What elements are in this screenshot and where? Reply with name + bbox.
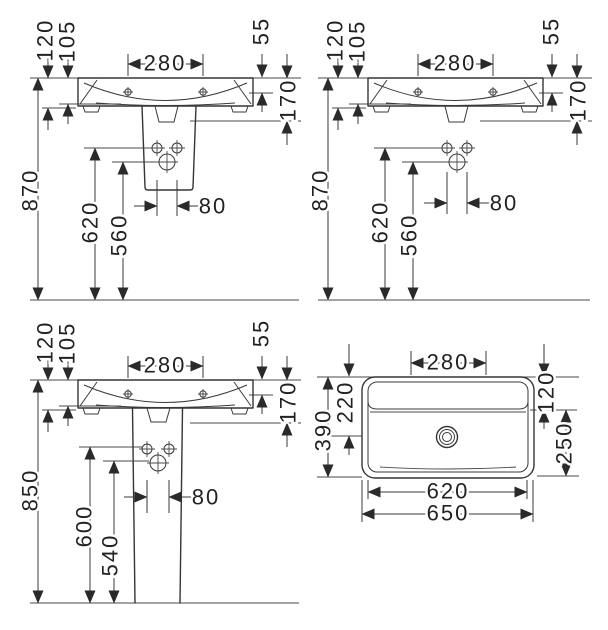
dim-label-390: 390 — [311, 409, 336, 452]
dim-label-105: 105 — [345, 20, 370, 63]
basin-outline — [77, 77, 254, 113]
dim-label-55: 55 — [249, 319, 274, 347]
dim-label-170: 170 — [276, 79, 301, 122]
dim-220: 220 — [330, 344, 360, 455]
semi-pedestal-outline — [141, 105, 197, 191]
dim-170: 170 — [273, 356, 303, 447]
dim-label-170: 170 — [276, 381, 301, 424]
dim-55: 55 — [246, 316, 276, 414]
dim-390: 390 — [308, 376, 338, 478]
dim-label-280: 280 — [427, 350, 470, 375]
dim-850: 850 — [15, 379, 45, 604]
dim-620: 620 — [75, 147, 105, 301]
dim-label-620: 620 — [78, 201, 103, 244]
view-front-pedestal: 850 600 540 120 105 280 55 — [15, 316, 303, 604]
dim-620: 620 — [365, 147, 395, 301]
view-front-semi-pedestal: 870 620 560 120 105 280 55 — [15, 14, 303, 301]
fixing-and-drain-holes — [139, 441, 177, 474]
dim-label-280: 280 — [144, 51, 187, 76]
dim-label-120: 120 — [534, 371, 559, 414]
dim-120: 120 — [30, 318, 60, 432]
dim-label-850: 850 — [18, 469, 43, 512]
dim-label-105: 105 — [55, 20, 80, 63]
basin-outline — [367, 77, 544, 123]
dim-label-650: 650 — [427, 501, 470, 526]
dim-label-280: 280 — [434, 51, 477, 76]
dim-280: 280 — [127, 350, 204, 380]
basin-plan-outline — [361, 376, 535, 479]
dim-870: 870 — [15, 77, 45, 301]
dim-105: 105 — [52, 17, 82, 124]
dim-560: 560 — [394, 161, 424, 301]
fixing-and-drain-holes — [149, 140, 185, 173]
dim-label-120: 120 — [33, 321, 58, 364]
dim-540: 540 — [95, 460, 125, 604]
dim-label-870: 870 — [18, 169, 43, 212]
tap-holes — [123, 389, 208, 399]
dim-label-560: 560 — [107, 214, 132, 257]
dim-label-600: 600 — [72, 505, 97, 548]
drain-hole — [435, 425, 459, 449]
view-top: 280 120 250 390 220 620 650 — [308, 344, 579, 528]
dim-label-540: 540 — [98, 534, 123, 577]
dim-170: 170 — [273, 54, 303, 145]
dim-label-55: 55 — [539, 17, 564, 45]
dim-label-80: 80 — [199, 194, 227, 219]
dim-label-280: 280 — [144, 353, 187, 378]
basin-outline — [77, 379, 254, 415]
dim-55: 55 — [246, 14, 276, 112]
dim-label-80: 80 — [490, 191, 518, 216]
dim-label-620: 620 — [427, 479, 470, 504]
pedestal-outline — [131, 407, 184, 604]
dim-80: 80 — [424, 172, 519, 218]
dim-label-80: 80 — [192, 485, 220, 510]
dim-label-120: 120 — [323, 19, 348, 62]
dim-250: 250 — [549, 409, 579, 477]
dim-120: 120 — [320, 16, 350, 130]
dim-label-250: 250 — [552, 422, 577, 465]
view-front-wall-hung: 870 620 560 120 105 280 55 — [305, 14, 593, 301]
fixing-and-drain-holes — [439, 140, 475, 173]
dim-55: 55 — [536, 14, 566, 112]
dim-600: 600 — [69, 446, 99, 604]
dim-120: 120 — [30, 16, 60, 130]
dim-label-620: 620 — [368, 201, 393, 244]
dim-280: 280 — [410, 347, 487, 377]
reference-lines — [318, 77, 592, 301]
reference-lines — [30, 77, 301, 301]
dim-120: 120 — [531, 344, 561, 429]
dim-280: 280 — [127, 48, 204, 78]
tap-holes — [123, 87, 208, 97]
dim-label-55: 55 — [249, 17, 274, 45]
dim-label-220: 220 — [333, 381, 358, 424]
dim-label-105: 105 — [55, 322, 80, 365]
reference-lines — [30, 379, 301, 604]
dim-label-870: 870 — [308, 169, 333, 212]
dim-170: 170 — [563, 54, 593, 145]
dim-80: 80 — [134, 180, 228, 221]
dim-620: 620 — [367, 476, 528, 506]
dim-80: 80 — [124, 480, 221, 513]
dim-280: 280 — [417, 48, 494, 78]
dim-560: 560 — [104, 161, 134, 301]
dim-650: 650 — [361, 480, 534, 528]
dim-105: 105 — [52, 319, 82, 426]
dim-870: 870 — [305, 77, 335, 301]
dim-label-170: 170 — [566, 79, 591, 122]
dim-label-120: 120 — [33, 19, 58, 62]
tap-holes — [413, 87, 498, 97]
dim-105: 105 — [342, 17, 372, 124]
dim-label-560: 560 — [397, 214, 422, 257]
